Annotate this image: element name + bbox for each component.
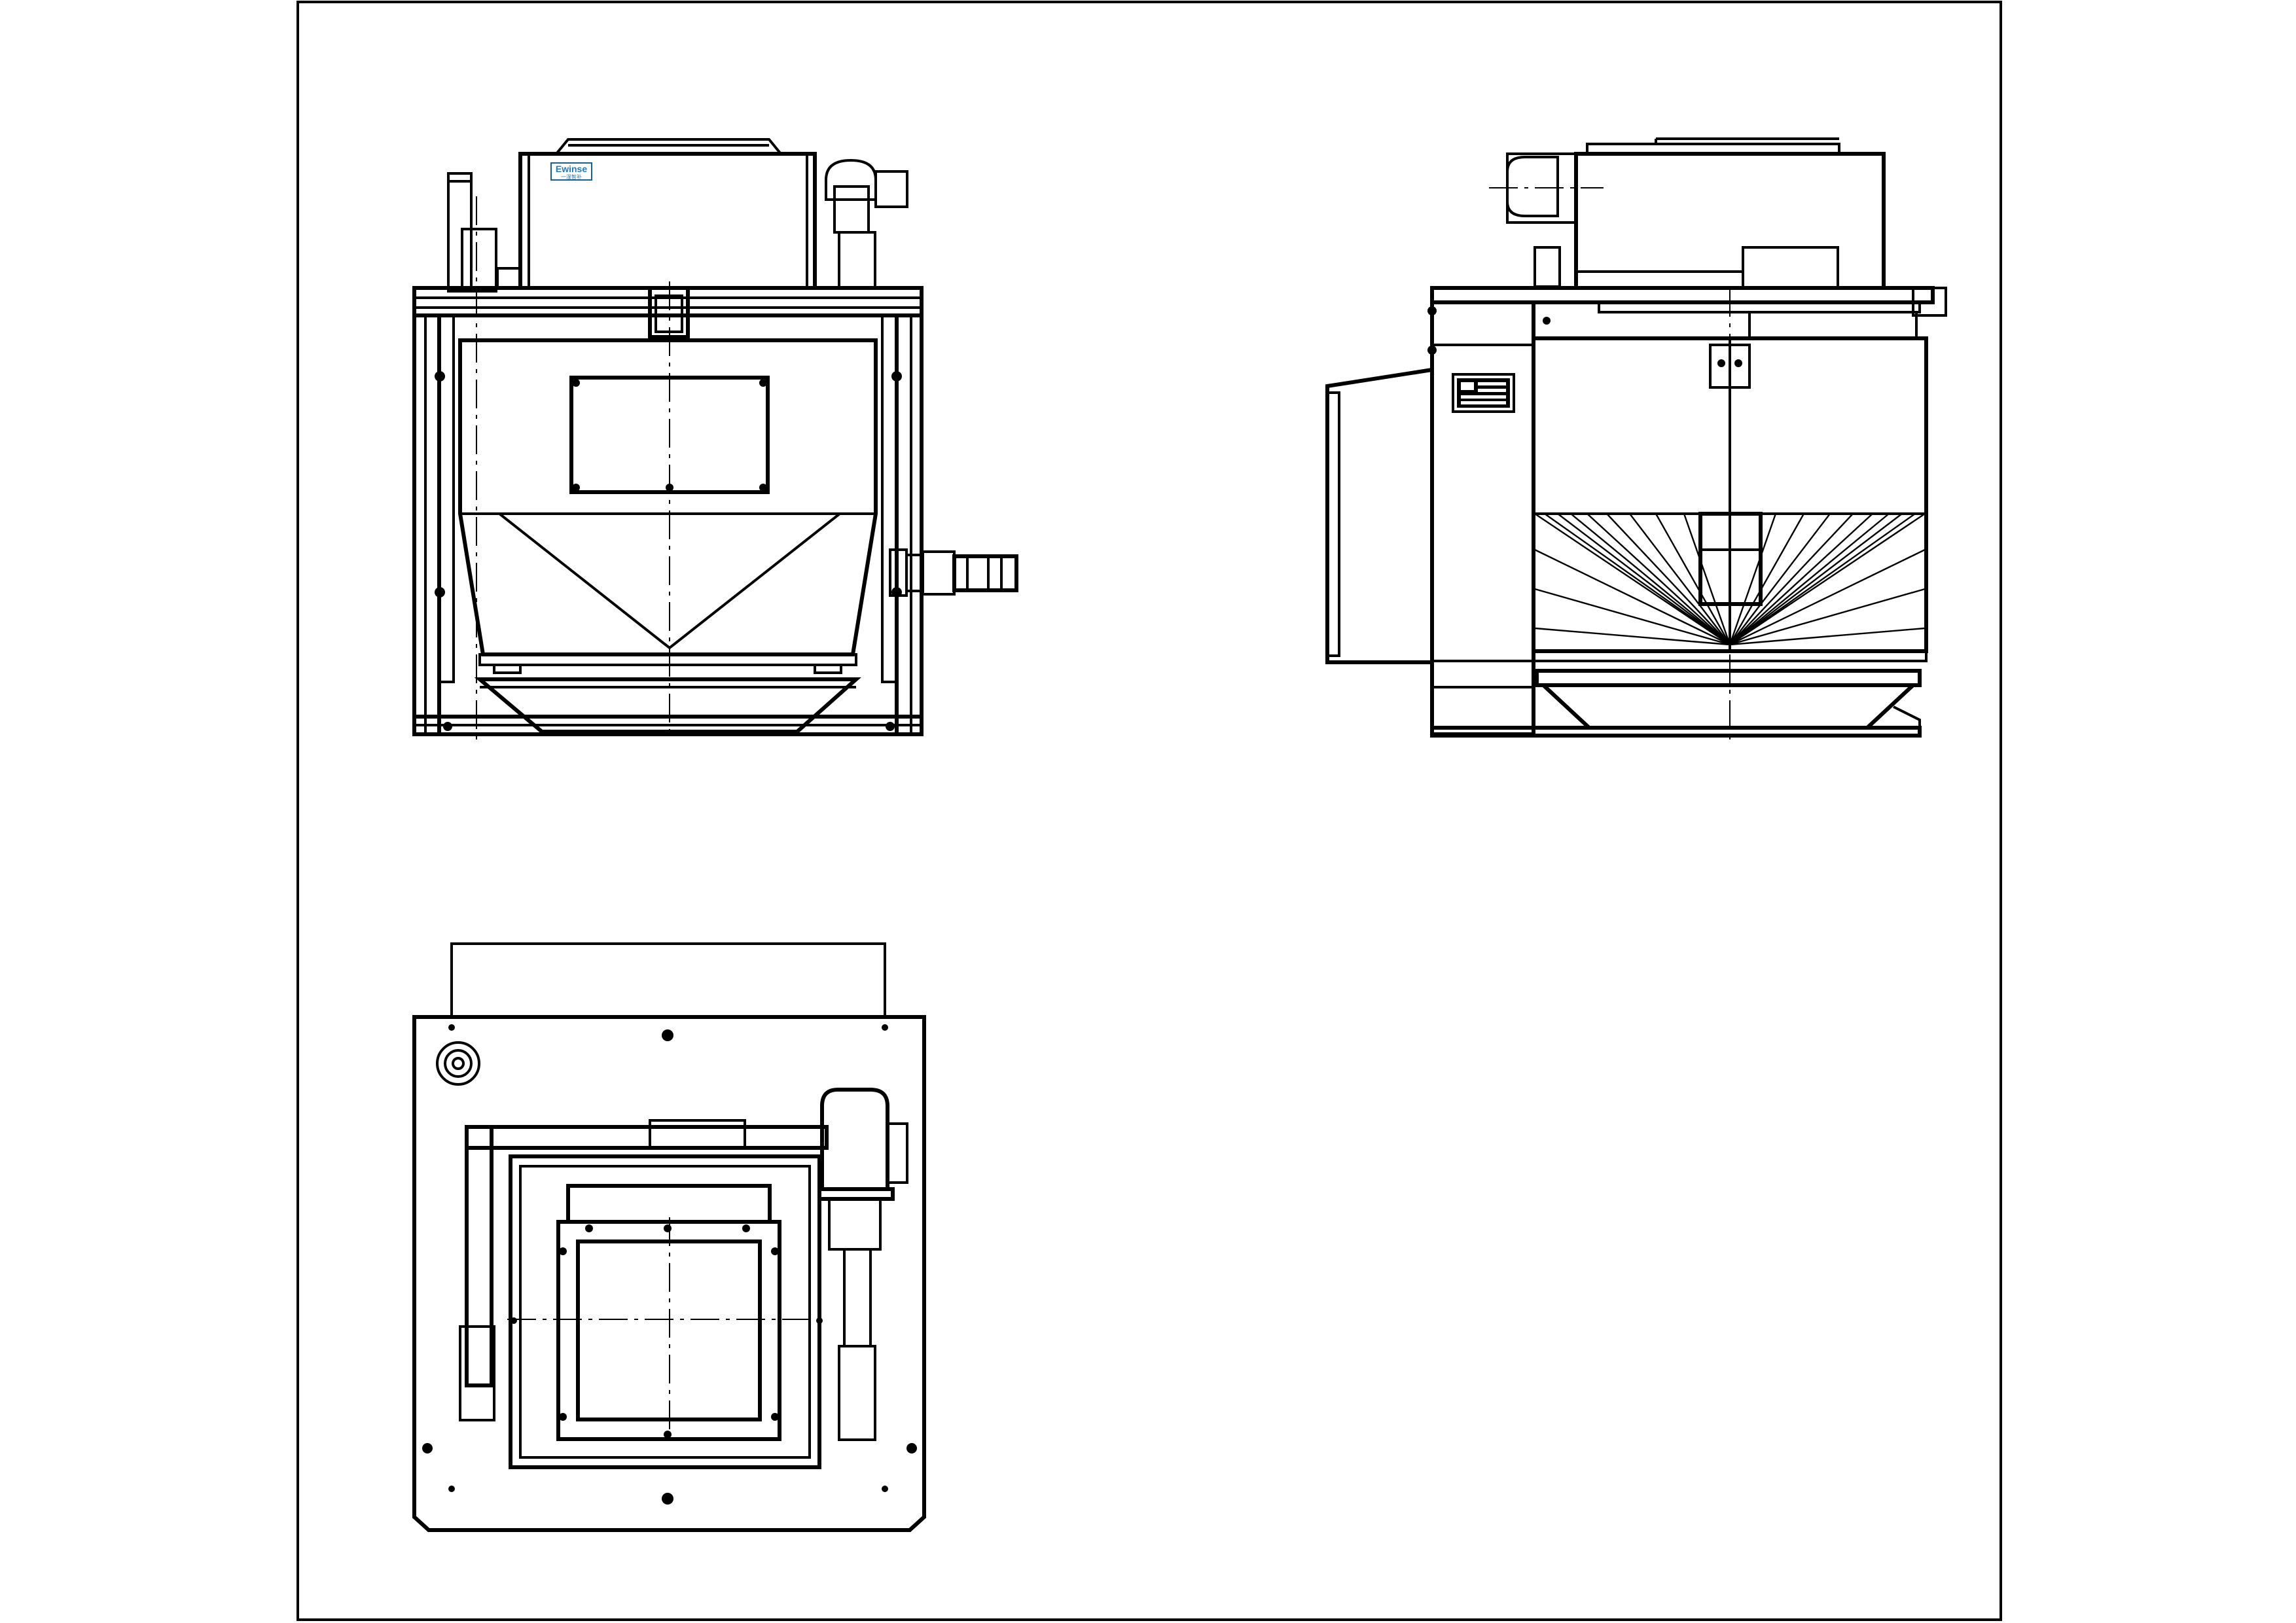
nameplate-subtitle: 一湿智补 [561,173,582,180]
front-gear-motor [825,158,908,289]
top-view-outline [412,1015,926,1532]
top-view-port [436,1041,480,1086]
front-hopper-body [458,338,878,656]
front-view: Ewinse 一湿智补 [412,138,1018,740]
side-open-door [1325,367,1434,664]
top-view-drive [817,1088,908,1347]
nameplate-brand: Ewinse [556,164,587,174]
top-view [412,942,926,1532]
vent-pipe [447,172,473,293]
nameplate: Ewinse 一湿智补 [550,162,592,181]
front-side-motor [889,548,1018,597]
side-control-cabinet [1430,300,1535,736]
side-fan-lines [1534,513,1926,646]
sheet-border [296,1,2002,1621]
side-view [1325,137,1947,740]
side-motor [1489,152,1604,288]
